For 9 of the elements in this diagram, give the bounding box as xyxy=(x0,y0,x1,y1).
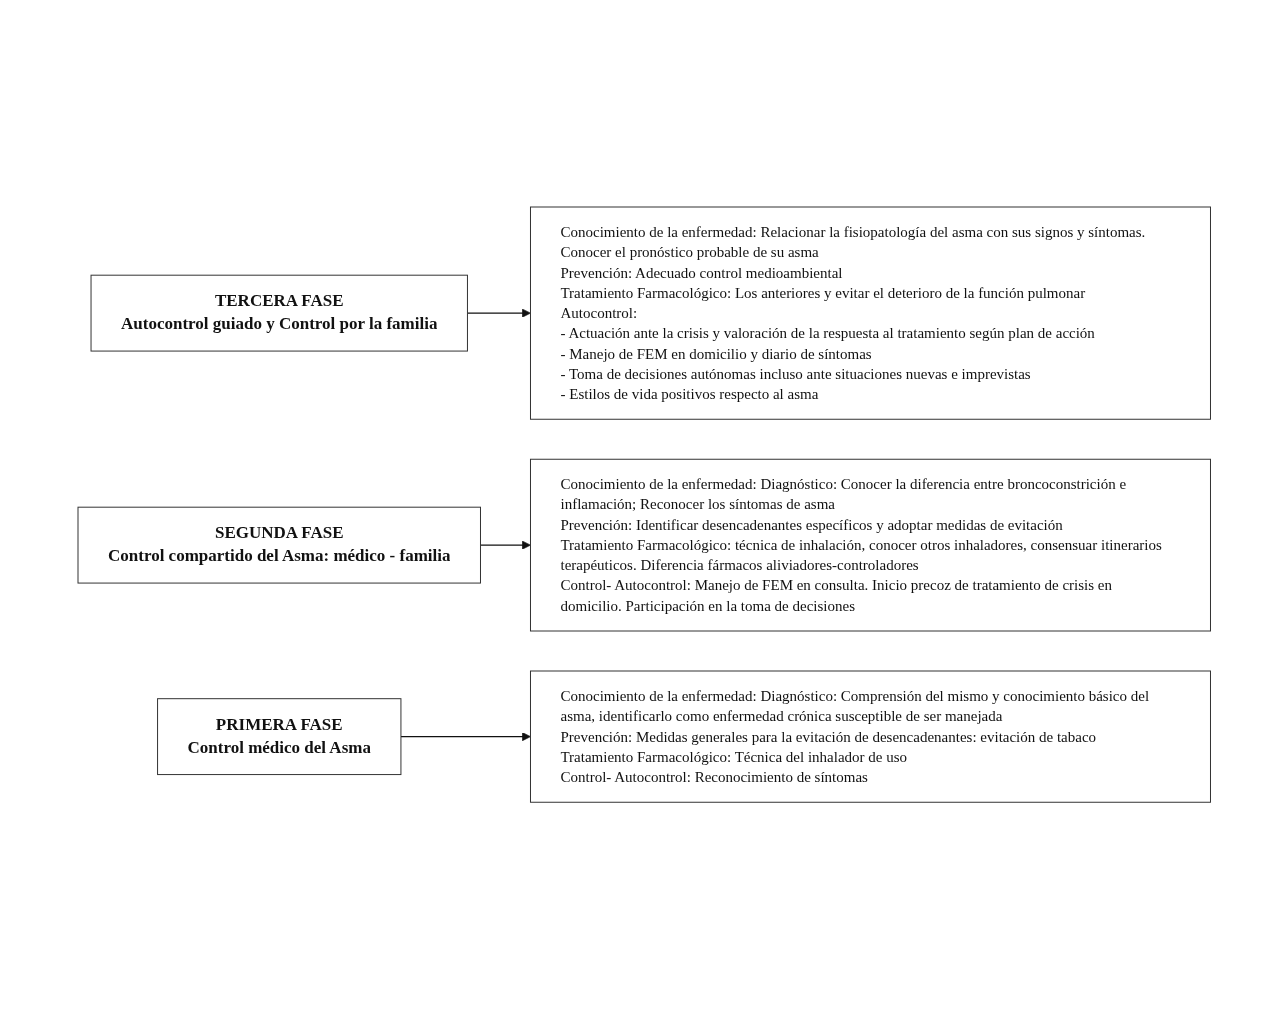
arrow xyxy=(400,732,531,741)
arrow xyxy=(479,540,531,550)
node-box: Conocimiento de la enfermedad: Relacionar la fisiopatología del asma con sus signos y síntomas. Conocer el pronóstico probable de su asma Prevención: Adecuado control medioambiental Tratamiento Farmacológico: Los anteriores y evitar el deterioro de la función pulmonar Autocontrol: - Actuación ante la crisis y valoración de la respuesta al tratamiento según plan de acción - Manejo de FEM en domicilio y diario de síntomas - Toma de decisiones autónomas incluso ante situaciones nuevas e imprevistas - Estilos de vida positivos respecto al asma xyxy=(529,206,1211,420)
node-box: SEGUNDA FASE Control compartido del Asma: médico - familia xyxy=(77,506,481,584)
node-box: Conocimiento de la enfermedad: Diagnóstico: Comprensión del mismo y conocimiento básico del asma, identificarlo como enfermedad crónica susceptible de ser manejada Prevención: Medidas generales para la evitación de desencadenantes: evitación de tabaco Tratamiento Farmacológico: Técnica del inhalador de uso Control- Autocontrol: Reconocimiento de síntomas xyxy=(529,670,1211,803)
arrow xyxy=(466,308,531,318)
node-box: PRIMERA FASE Control médico del Asma xyxy=(156,698,402,775)
node-box: TERCERA FASE Autocontrol guiado y Control por la familia xyxy=(90,274,468,352)
node-box: Conocimiento de la enfermedad: Diagnóstico: Conocer la diferencia entre broncoconstrición e inflamación; Reconocer los síntomas de asma Prevención: Identificar desencadenantes específicos y adoptar medidas de evitación Tratamiento Farmacológico: técnica de inhalación, conocer otros inhaladores, consensuar itinerarios terapéuticos. Diferencia fármacos aliviadores-controladores Control- Autocontrol: Manejo de FEM en consulta. Inicio precoz de tratamiento de crisis en domicilio. Participación en la toma de decisiones xyxy=(529,458,1211,632)
